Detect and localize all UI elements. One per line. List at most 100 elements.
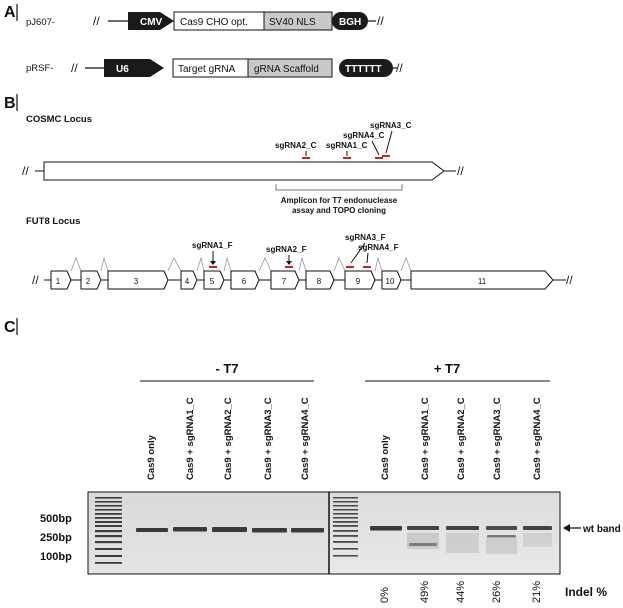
lane-label: Cas9 + sgRNA1_C bbox=[420, 397, 431, 480]
exon-number: 6 bbox=[242, 277, 247, 286]
panel-b: B COSMC Locus // // sgRNA2_C sgRNA1_C sg… bbox=[4, 94, 573, 290]
promoter-label: CMV bbox=[140, 17, 163, 28]
wt-band-arrow bbox=[563, 524, 570, 532]
exon-number: 11 bbox=[478, 277, 487, 286]
exon-number: 3 bbox=[134, 277, 139, 286]
fut8-locus: FUT8 Locus // 1 2 3 4 bbox=[26, 216, 573, 290]
wt-band bbox=[291, 528, 324, 533]
exon-number: 9 bbox=[356, 277, 361, 286]
construct-name: pRSF- bbox=[26, 63, 53, 74]
gel-image bbox=[87, 491, 561, 575]
exon-number: 1 bbox=[56, 277, 61, 286]
break-mark: // bbox=[32, 273, 39, 287]
exon-number: 10 bbox=[386, 277, 395, 286]
indel-values: 0% 49% 44% 26% 21% bbox=[379, 581, 543, 603]
scaffold-box bbox=[247, 58, 333, 78]
break-mark: // bbox=[377, 14, 384, 28]
exon-9: 9 bbox=[344, 270, 376, 290]
cleaved-band bbox=[487, 535, 516, 538]
wt-band bbox=[446, 526, 479, 530]
wt-band bbox=[486, 526, 517, 530]
construct-prsf: pRSF- // U6 Target gRNA gRNA Scaffold TT… bbox=[26, 58, 403, 78]
sgrna-target-mark bbox=[302, 157, 310, 159]
sgrna-label: sgRNA4_C bbox=[343, 131, 385, 140]
bgh-terminator bbox=[332, 12, 368, 30]
break-mark: // bbox=[22, 164, 29, 178]
lane-label: Cas9 + sgRNA4_C bbox=[532, 397, 543, 480]
indel-value: 26% bbox=[491, 581, 503, 603]
sv40-label: SV40 NLS bbox=[269, 17, 316, 28]
group-label-plus-t7: + T7 bbox=[434, 361, 460, 376]
exon-10: 10 bbox=[381, 270, 402, 290]
wt-band bbox=[407, 526, 439, 530]
sgrna-target-mark bbox=[363, 266, 371, 268]
splice-connectors bbox=[70, 256, 412, 272]
sgrna-label: sgRNA2_C bbox=[275, 141, 317, 150]
lane-label: Cas9 + sgRNA2_C bbox=[223, 397, 234, 480]
exon-8: 8 bbox=[305, 270, 335, 290]
panel-c: C - T7 + T7 Cas9 only Cas9 + sgRNA1_C Ca… bbox=[4, 318, 621, 603]
exon-11: 11 bbox=[410, 270, 554, 290]
amplicon-label-line2: assay and TOPO cloning bbox=[292, 206, 386, 215]
dna-ladder bbox=[95, 497, 122, 564]
lane-labels-plus-t7: Cas9 only Cas9 + sgRNA1_C Cas9 + sgRNA2_… bbox=[380, 397, 543, 480]
exon-2: 2 bbox=[80, 270, 102, 290]
construct-name: pJ607- bbox=[26, 17, 55, 28]
cmv-promoter-arrow bbox=[128, 12, 174, 30]
locus-title: FUT8 Locus bbox=[26, 216, 80, 227]
exon-1: 1 bbox=[50, 270, 72, 290]
panel-a: A pJ607- // CMV Cas9 CHO opt. SV40 NLS B… bbox=[4, 4, 403, 78]
wt-band bbox=[252, 528, 287, 533]
exon-number: 4 bbox=[185, 277, 190, 286]
locus-title: COSMC Locus bbox=[26, 114, 92, 125]
break-mark: // bbox=[93, 14, 100, 28]
sgrna-target-mark bbox=[209, 266, 217, 268]
panel-c-label: C bbox=[4, 319, 16, 336]
size-marker-label: 100bp bbox=[40, 551, 72, 563]
lane-label: Cas9 only bbox=[146, 434, 157, 480]
promoter-label: U6 bbox=[116, 64, 129, 75]
exon-number: 2 bbox=[86, 277, 91, 286]
exon-number: 8 bbox=[317, 277, 322, 286]
sgrna-label: sgRNA4_F bbox=[358, 243, 399, 252]
indel-value: 44% bbox=[455, 581, 467, 603]
sgrna-target-mark bbox=[343, 157, 351, 159]
indel-value: 0% bbox=[379, 587, 391, 603]
lane-label: Cas9 + sgRNA3_C bbox=[263, 397, 274, 480]
wt-band bbox=[173, 527, 207, 532]
cosmc-locus: COSMC Locus // // sgRNA2_C sgRNA1_C sgRN… bbox=[22, 114, 464, 215]
wt-band bbox=[523, 526, 552, 530]
lane-label: Cas9 only bbox=[380, 434, 391, 480]
gel-bands-plus-t7 bbox=[370, 526, 552, 554]
u6-promoter-arrow bbox=[104, 59, 164, 77]
sgrna-target-mark bbox=[346, 266, 354, 268]
sgrna-target-mark bbox=[375, 157, 383, 159]
target-grna-label: Target gRNA bbox=[178, 64, 236, 75]
group-label-minus-t7: - T7 bbox=[215, 361, 238, 376]
exon-3: 3 bbox=[107, 270, 169, 290]
dna-ladder bbox=[333, 497, 358, 557]
panel-a-label: A bbox=[4, 4, 16, 21]
wt-band-label: wt band bbox=[582, 524, 621, 535]
size-marker-label: 250bp bbox=[40, 532, 72, 544]
break-mark: // bbox=[457, 164, 464, 178]
exon-5: 5 bbox=[203, 270, 225, 290]
sgrna-label: sgRNA3_F bbox=[345, 233, 386, 242]
cleaved-band bbox=[409, 543, 437, 546]
size-marker-label: 500bp bbox=[40, 513, 72, 525]
indel-value: 21% bbox=[531, 581, 543, 603]
amplicon-bracket bbox=[275, 184, 403, 191]
lane-labels-minus-t7: Cas9 only Cas9 + sgRNA1_C Cas9 + sgRNA2_… bbox=[146, 397, 311, 480]
terminator-label: TTTTTT bbox=[345, 64, 382, 75]
scaffold-label: gRNA Scaffold bbox=[254, 64, 319, 75]
wt-band bbox=[212, 527, 247, 532]
indel-value: 49% bbox=[419, 581, 431, 603]
break-mark: // bbox=[396, 61, 403, 75]
cas9-label: Cas9 CHO opt. bbox=[180, 17, 248, 28]
exon-4: 4 bbox=[180, 270, 198, 290]
lane-label: Cas9 + sgRNA2_C bbox=[456, 397, 467, 480]
exon-7: 7 bbox=[270, 270, 300, 290]
lane-label: Cas9 + sgRNA1_C bbox=[185, 397, 196, 480]
sgrna-label: sgRNA2_F bbox=[266, 245, 307, 254]
